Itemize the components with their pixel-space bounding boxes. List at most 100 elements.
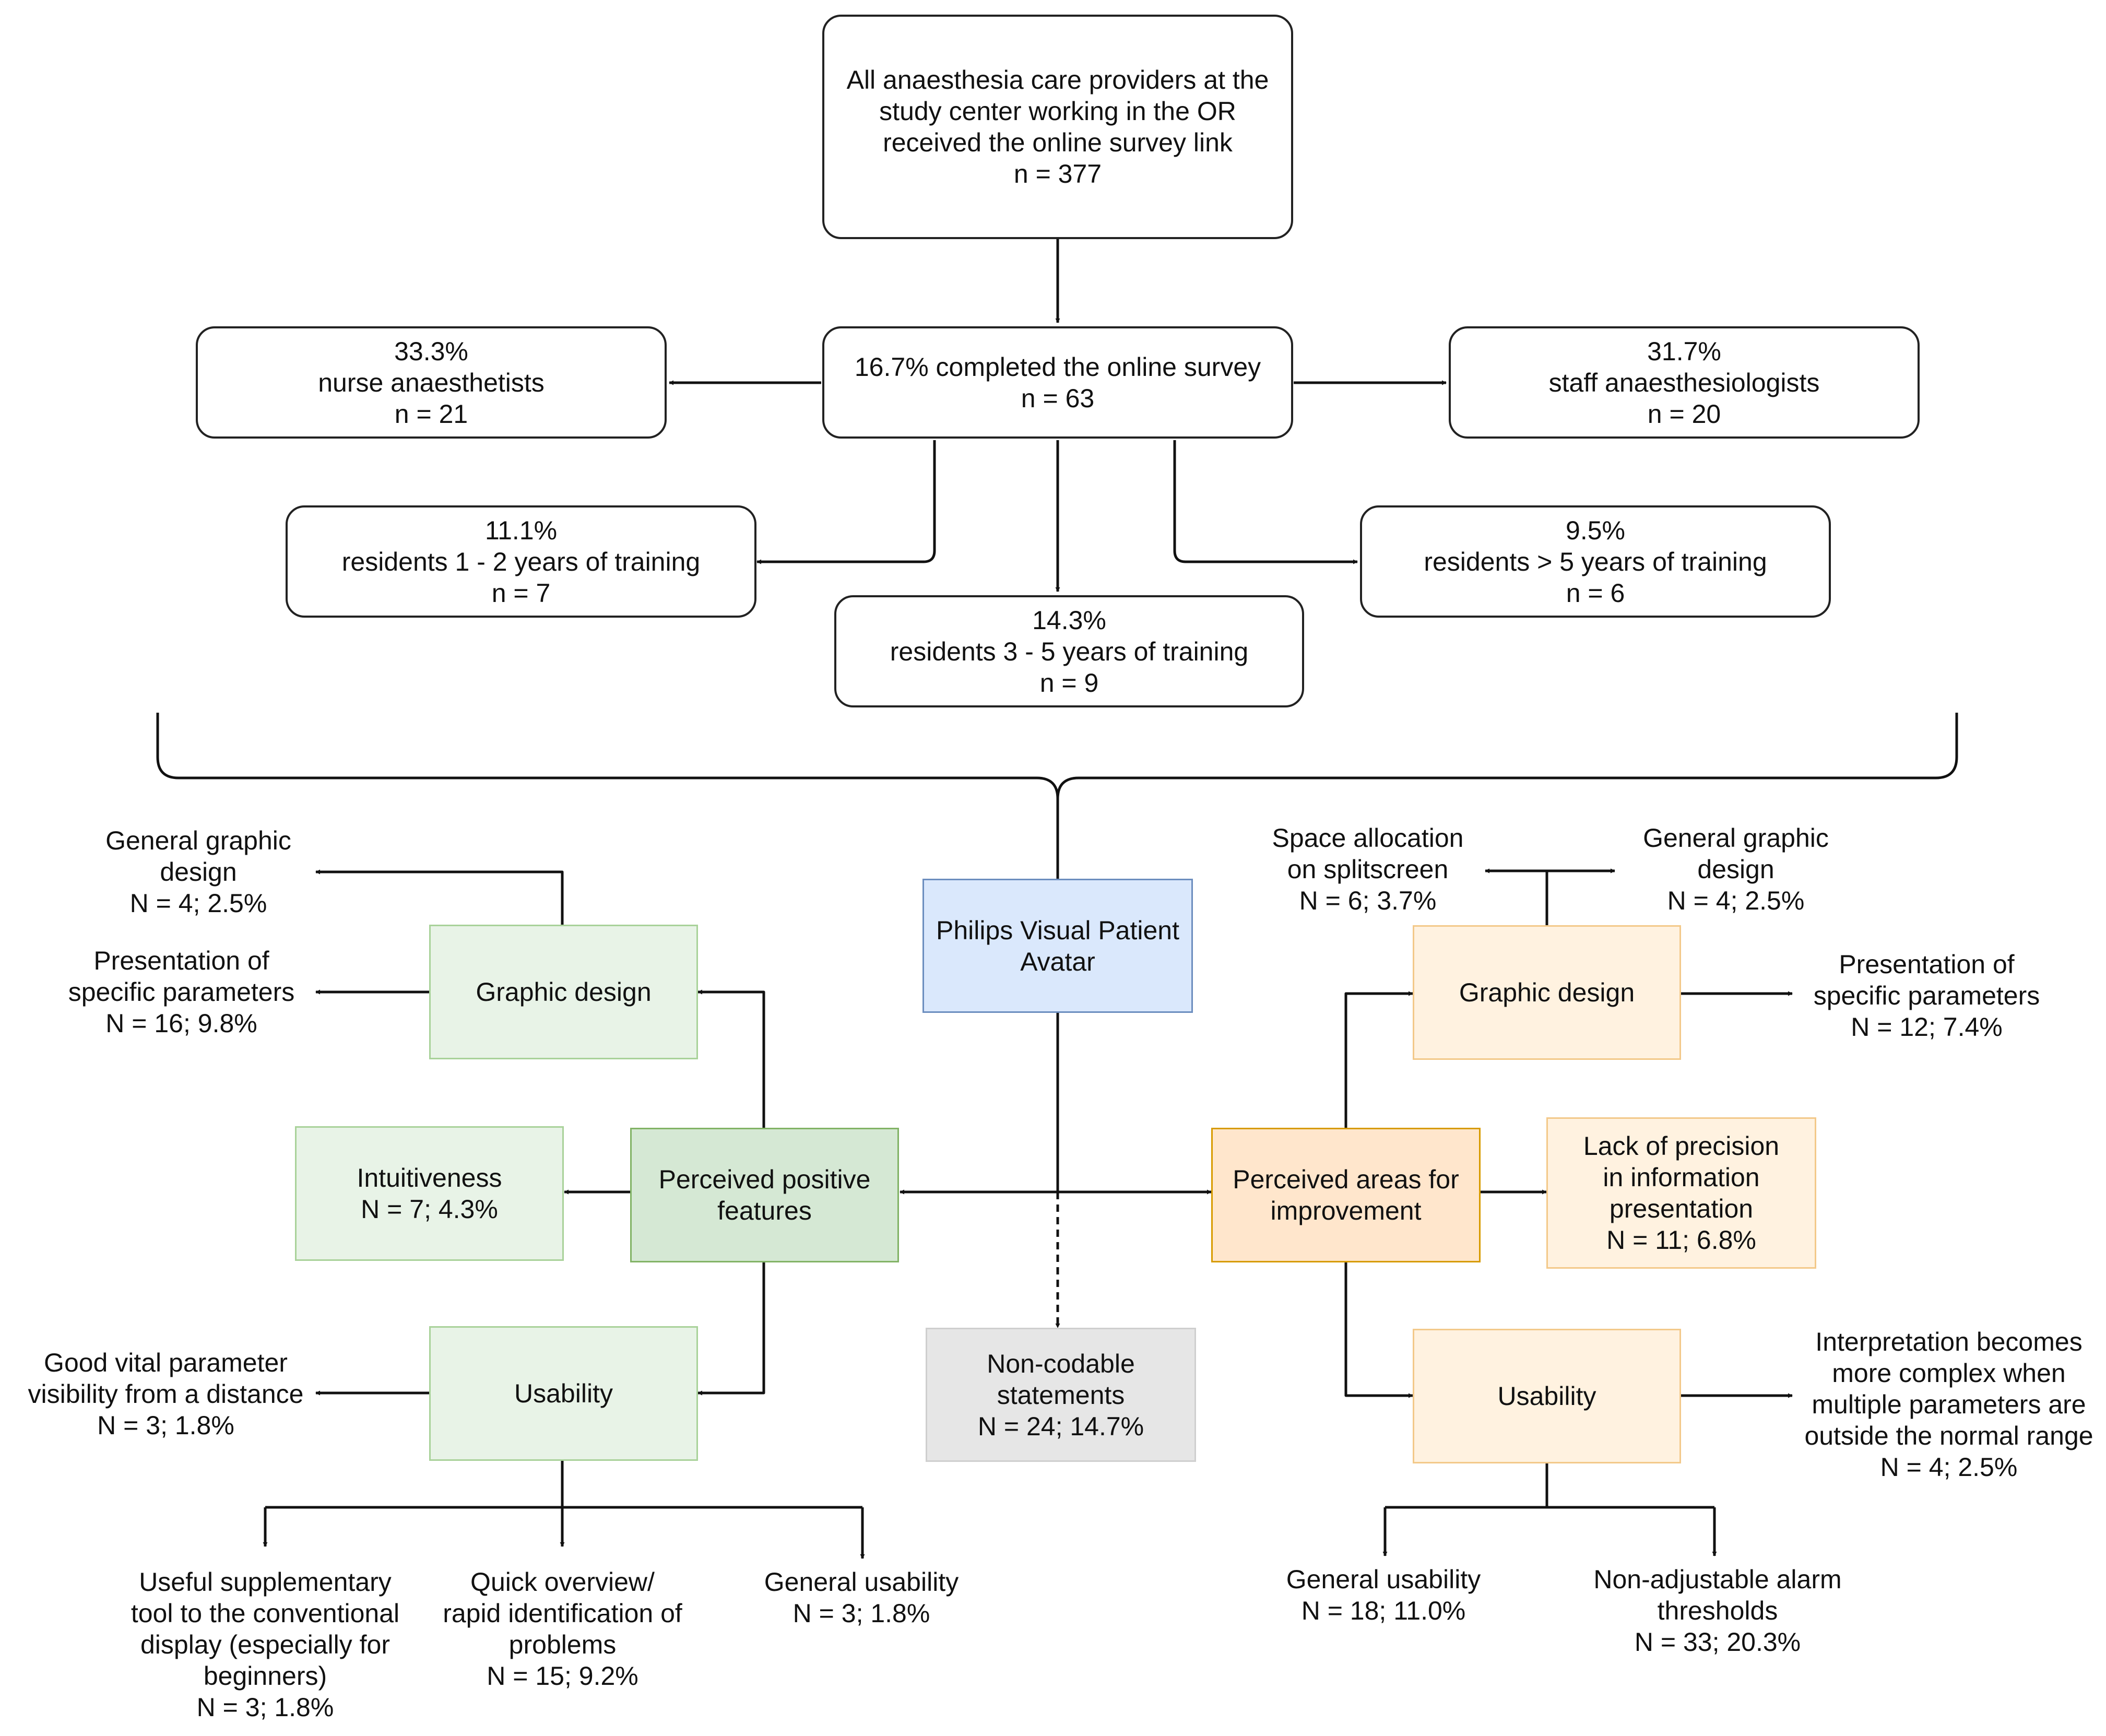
box-improvement-usability: Usability <box>1413 1329 1681 1463</box>
text-line: Avatar <box>1020 947 1095 976</box>
text-line: Usability <box>514 1379 613 1408</box>
arrow-positive-to-usability <box>697 1262 765 1396</box>
text-line: residents 1 - 2 years of training <box>341 547 701 576</box>
text-line: n = 21 <box>394 399 468 429</box>
text-line: residents > 5 years of training <box>1424 547 1767 576</box>
text-line: in information <box>1603 1163 1760 1192</box>
text-line: Non-codable <box>987 1349 1135 1378</box>
text-line: presentation <box>1609 1194 1754 1223</box>
box-positive-graphic-design: Graphic design <box>429 925 698 1059</box>
text-line: nurse anaesthetists <box>318 368 545 397</box>
text-line: Philips Visual Patient <box>936 915 1179 945</box>
text-line: rapid identification of <box>443 1599 682 1628</box>
text-line: received the online survey link <box>883 128 1233 157</box>
text-line: N = 4; 2.5% <box>1667 886 1805 915</box>
box-positive-usability: Usability <box>429 1326 698 1461</box>
text-line: N = 3; 1.8% <box>97 1411 234 1440</box>
arrow-improvement-to-graphic <box>1344 991 1413 1128</box>
text-line: General graphic <box>105 826 291 855</box>
text-line: General usability <box>1286 1565 1481 1594</box>
text-line: 31.7% <box>1647 336 1721 366</box>
text-line: All anaesthesia care providers at the <box>846 65 1269 95</box>
text-line: specific parameters <box>1813 981 2040 1010</box>
text-line: Lack of precision <box>1583 1131 1780 1161</box>
text-line: Good vital parameter <box>44 1348 288 1377</box>
text-line: improvement <box>1270 1196 1422 1225</box>
text-line: N = 33; 20.3% <box>1634 1627 1801 1657</box>
text-line: beginners) <box>203 1661 327 1691</box>
text-line: n = 6 <box>1566 578 1625 608</box>
text-line: Space allocation <box>1272 823 1464 853</box>
box-intuitiveness: Intuitiveness N = 7; 4.3% <box>295 1126 564 1261</box>
text-line: n = 7 <box>491 578 551 608</box>
text-line: General usability <box>764 1567 959 1597</box>
text-line: N = 6; 3.7% <box>1299 886 1437 915</box>
text-line: N = 15; 9.2% <box>487 1661 638 1691</box>
text-line: more complex when <box>1832 1359 2066 1388</box>
arrow-completed-to-res5 <box>1173 440 1358 564</box>
text-line: N = 12; 7.4% <box>1851 1012 2003 1042</box>
text-line: multiple parameters are <box>1812 1390 2086 1419</box>
arrow-improvement-to-usability <box>1344 1262 1413 1398</box>
text-line: Presentation of <box>1839 950 2015 979</box>
text-line: Useful supplementary <box>139 1567 392 1597</box>
text-line: n = 63 <box>1021 383 1095 413</box>
text-line: Non-adjustable alarm <box>1593 1565 1842 1594</box>
text-line: Interpretation becomes <box>1815 1327 2083 1356</box>
text-line: N = 18; 11.0% <box>1301 1596 1466 1625</box>
text-line: 9.5% <box>1566 515 1625 545</box>
arrow-graphic-to-general <box>315 869 564 925</box>
text-line: design <box>1697 855 1774 884</box>
text-line: N = 4; 2.5% <box>1880 1452 2018 1482</box>
text-line: problems <box>508 1630 617 1659</box>
text-line: N = 3; 1.8% <box>196 1693 334 1722</box>
text-line: Usability <box>1497 1381 1596 1411</box>
text-line: n = 9 <box>1039 668 1099 698</box>
text-line: on splitscreen <box>1287 855 1449 884</box>
text-line: residents 3 - 5 years of training <box>890 636 1249 666</box>
text-line: Perceived areas for <box>1233 1165 1459 1194</box>
text-line: n = 377 <box>1013 159 1102 188</box>
text-line: N = 11; 6.8% <box>1606 1225 1756 1255</box>
text-line: N = 4; 2.5% <box>129 889 267 918</box>
text-line: specific parameters <box>68 977 295 1007</box>
text-line: visibility from a distance <box>28 1379 304 1409</box>
text-line: Intuitiveness <box>357 1163 502 1192</box>
text-line: study center working in the OR <box>879 97 1236 126</box>
text-line: Presentation of <box>93 946 269 975</box>
text-line: N = 3; 1.8% <box>792 1599 930 1628</box>
text-line: 33.3% <box>394 336 468 366</box>
box-improvement-graphic-design: Graphic design <box>1413 925 1681 1060</box>
text-line: Graphic design <box>1459 978 1635 1007</box>
text-line: staff anaesthesiologists <box>1548 368 1820 397</box>
text-line: N = 16; 9.8% <box>105 1009 257 1038</box>
text-line: 11.1% <box>484 515 558 545</box>
text-line: tool to the conventional <box>131 1599 400 1628</box>
text-line: features <box>717 1196 812 1225</box>
text-line: N = 7; 4.3% <box>361 1195 498 1224</box>
text-line: thresholds <box>1657 1596 1778 1625</box>
text-line: Graphic design <box>476 977 652 1007</box>
